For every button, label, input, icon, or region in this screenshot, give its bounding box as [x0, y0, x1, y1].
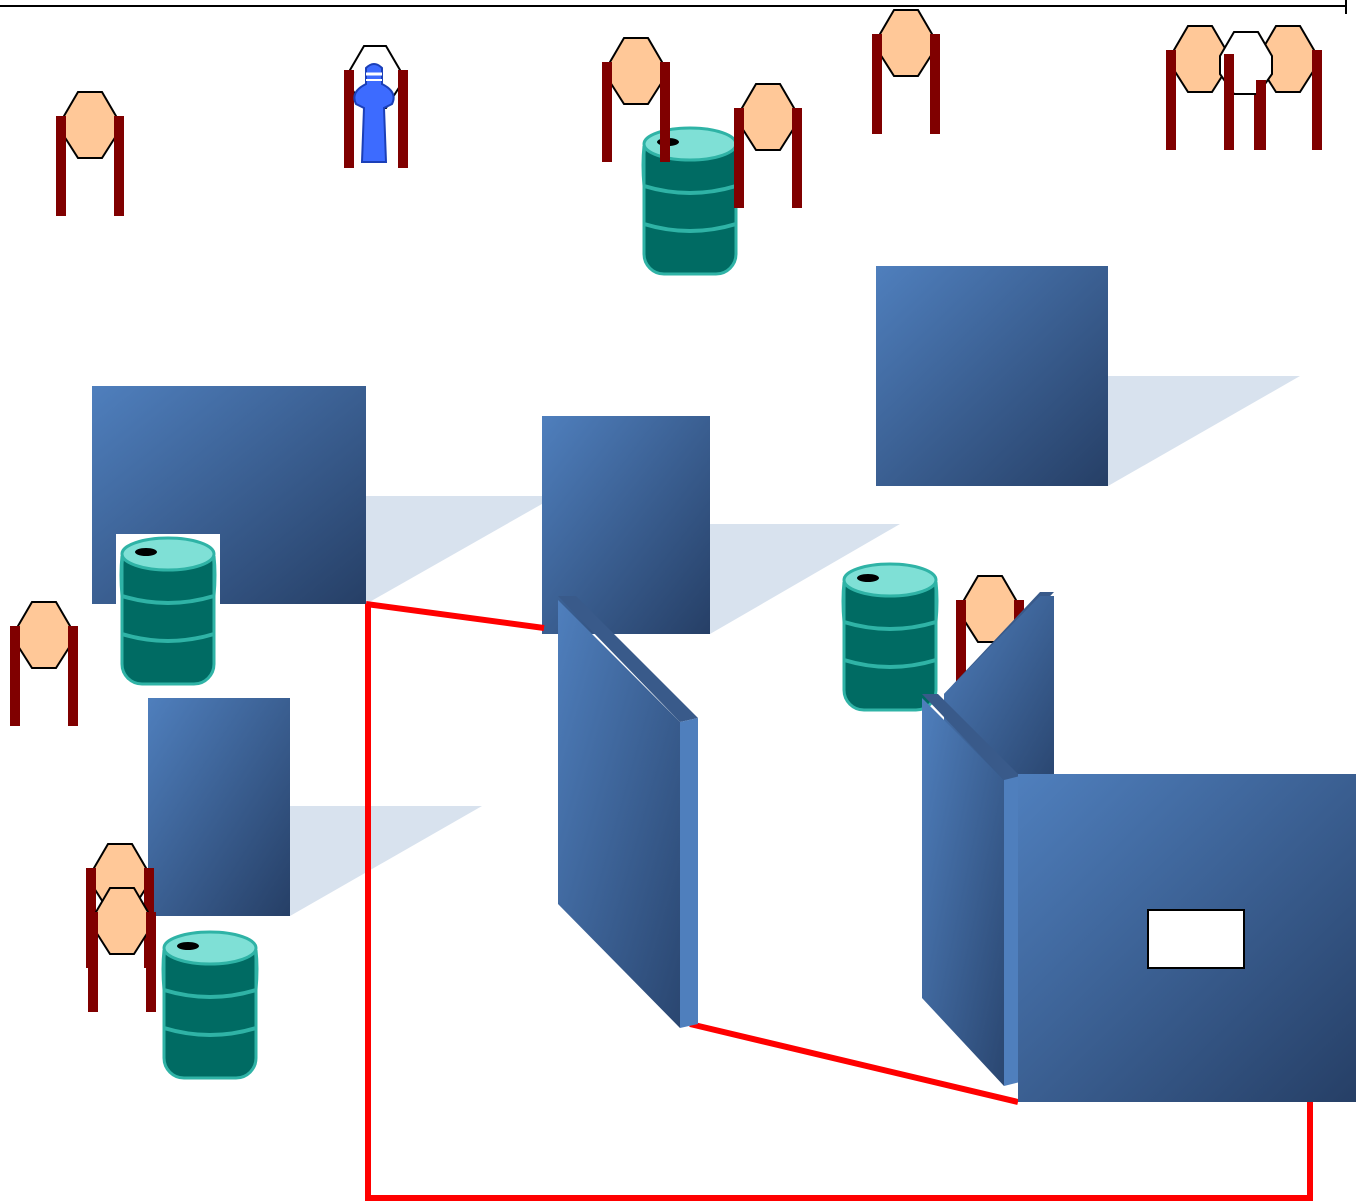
barrel-right	[841, 562, 939, 712]
shadow-building-small-left	[290, 806, 482, 916]
enemy-6	[1219, 31, 1273, 150]
angled-wall-center	[558, 596, 698, 1028]
enemy-1	[55, 91, 125, 217]
player-figure	[344, 45, 408, 168]
player-icon	[353, 63, 395, 163]
route-path-segment-top	[365, 601, 545, 631]
door-rectangle	[1147, 909, 1245, 969]
enemy-3	[733, 83, 803, 209]
enemy-4	[871, 9, 941, 135]
barrel-top-center	[641, 126, 739, 276]
shadow-building-top-right	[1108, 376, 1300, 486]
enemy-5	[1165, 25, 1235, 151]
enemy-8	[9, 601, 79, 727]
building-top-right	[876, 266, 1108, 486]
route-path-outer	[365, 604, 1313, 1201]
angled-wall-right-front	[922, 694, 1020, 1086]
shadow-building-center	[710, 524, 900, 634]
building-small-left	[148, 698, 290, 916]
route-path-segment-middle	[689, 1021, 1019, 1105]
barrel-left	[119, 536, 217, 686]
barrel-bottom-left	[161, 930, 259, 1080]
shadow-building-left	[366, 496, 556, 604]
